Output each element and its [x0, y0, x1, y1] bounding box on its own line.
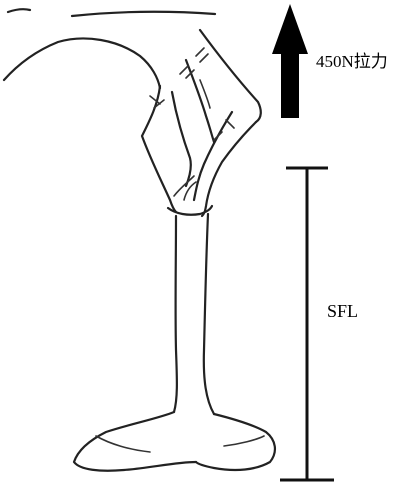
pinch-detail	[174, 176, 196, 200]
arrow-shaft	[281, 52, 299, 118]
hand-sketch	[4, 9, 261, 216]
specimen-right-edge	[204, 214, 214, 414]
specimen-left-edge	[174, 216, 177, 412]
specimen-foot-left	[74, 412, 196, 471]
finger-index-inner	[172, 92, 191, 186]
sfl-label: SFL	[327, 301, 358, 322]
hand-top-outline	[8, 9, 215, 16]
force-label: 450N拉力	[316, 47, 388, 72]
arrow-head	[272, 4, 308, 54]
finger-thumb	[202, 122, 256, 216]
sfl-bracket	[280, 168, 334, 480]
force-arrow	[272, 4, 308, 118]
specimen-foot-right	[196, 414, 275, 470]
specimen-foot-inner	[96, 436, 264, 452]
hand-left-contour	[4, 38, 160, 88]
finger-middle	[186, 60, 214, 142]
hand-right-contour	[200, 30, 261, 122]
specimen-sketch	[74, 214, 275, 471]
